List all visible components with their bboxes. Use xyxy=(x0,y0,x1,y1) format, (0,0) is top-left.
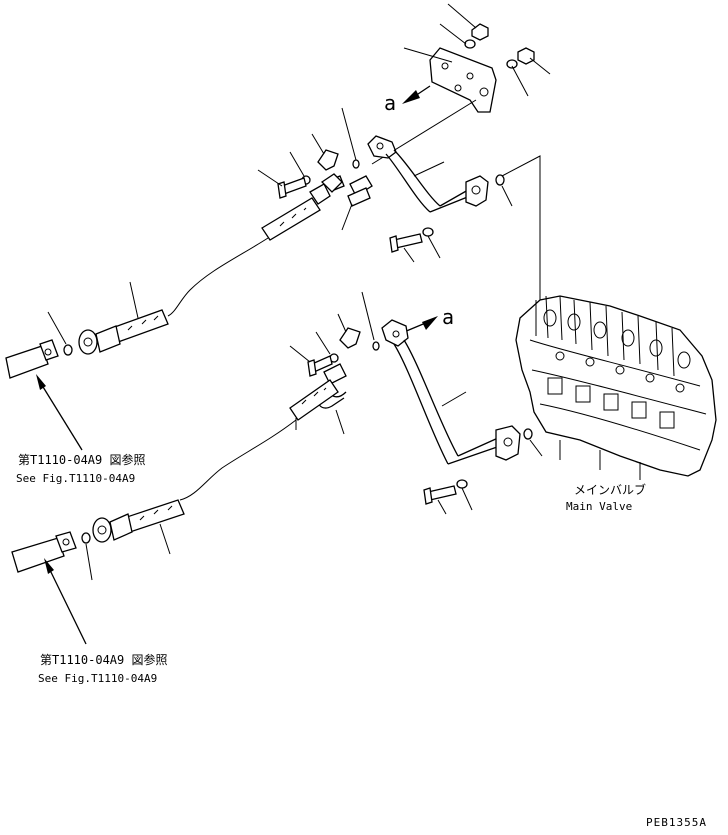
main-valve-label-en: Main Valve xyxy=(566,500,632,513)
reference-label-2-en: See Fig.T1110-04A9 xyxy=(38,672,157,685)
bracket-assembly xyxy=(371,3,551,165)
reference-label-1-en: See Fig.T1110-04A9 xyxy=(16,472,135,485)
label-a-upper: a xyxy=(384,91,396,115)
upper-pipe-line xyxy=(5,107,541,451)
label-a-lower: a xyxy=(442,305,454,329)
drawing-code: PEB1355A xyxy=(646,816,707,829)
main-valve xyxy=(515,295,717,480)
lower-pipe-line xyxy=(11,291,543,645)
main-valve-label-jp: メインバルブ xyxy=(574,482,646,497)
reference-label-2-jp: 第T1110-04A9 図参照 xyxy=(40,652,167,667)
reference-label-1-jp: 第T1110-04A9 図参照 xyxy=(18,452,145,467)
